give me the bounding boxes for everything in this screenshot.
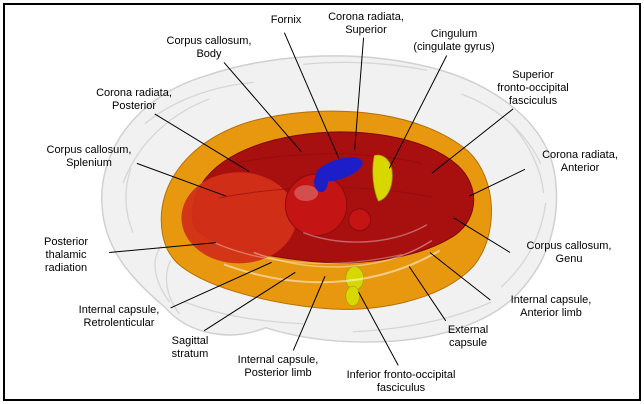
white-fiber-streaks [213, 224, 441, 284]
leader-lines [109, 32, 526, 366]
leader-inferior-fronto-occipital [358, 291, 399, 366]
figure-frame: Fornix Corona radiata, Superior Cingulum… [3, 3, 641, 401]
leader-internal-capsule-anterior [429, 252, 491, 301]
small-red-ball [348, 208, 372, 232]
leader-internal-capsule-posterior [292, 276, 326, 351]
leader-superior-fronto-occipital [431, 108, 514, 174]
leader-sagittal-stratum [203, 271, 296, 332]
leader-corona-radiata-posterior [154, 113, 250, 172]
leader-corpus-callosum-body [223, 62, 302, 152]
leader-corona-radiata-superior [354, 37, 365, 150]
leader-corpus-callosum-genu [453, 217, 511, 253]
leader-external-capsule [408, 266, 447, 322]
cingulum-shape [372, 154, 393, 202]
inferior-fronto-occipital-fasciculus-shape-2 [345, 285, 361, 307]
brain-diagram [101, 32, 558, 366]
leader-posterior-thalamic-radiation [109, 242, 217, 253]
posterior-thalamic-radiation-shape [181, 172, 297, 264]
leader-cingulum [388, 55, 448, 169]
fornix-shape [314, 157, 363, 193]
leader-fornix [283, 32, 340, 159]
internal-capsule-ball-highlight [294, 185, 319, 202]
leader-corpus-callosum-splenium [136, 162, 227, 197]
leader-internal-capsule-retrolenticular [170, 261, 272, 309]
tract-shapes [160, 110, 492, 310]
gyri-lines [122, 61, 547, 333]
leader-corona-radiata-anterior [469, 168, 526, 197]
